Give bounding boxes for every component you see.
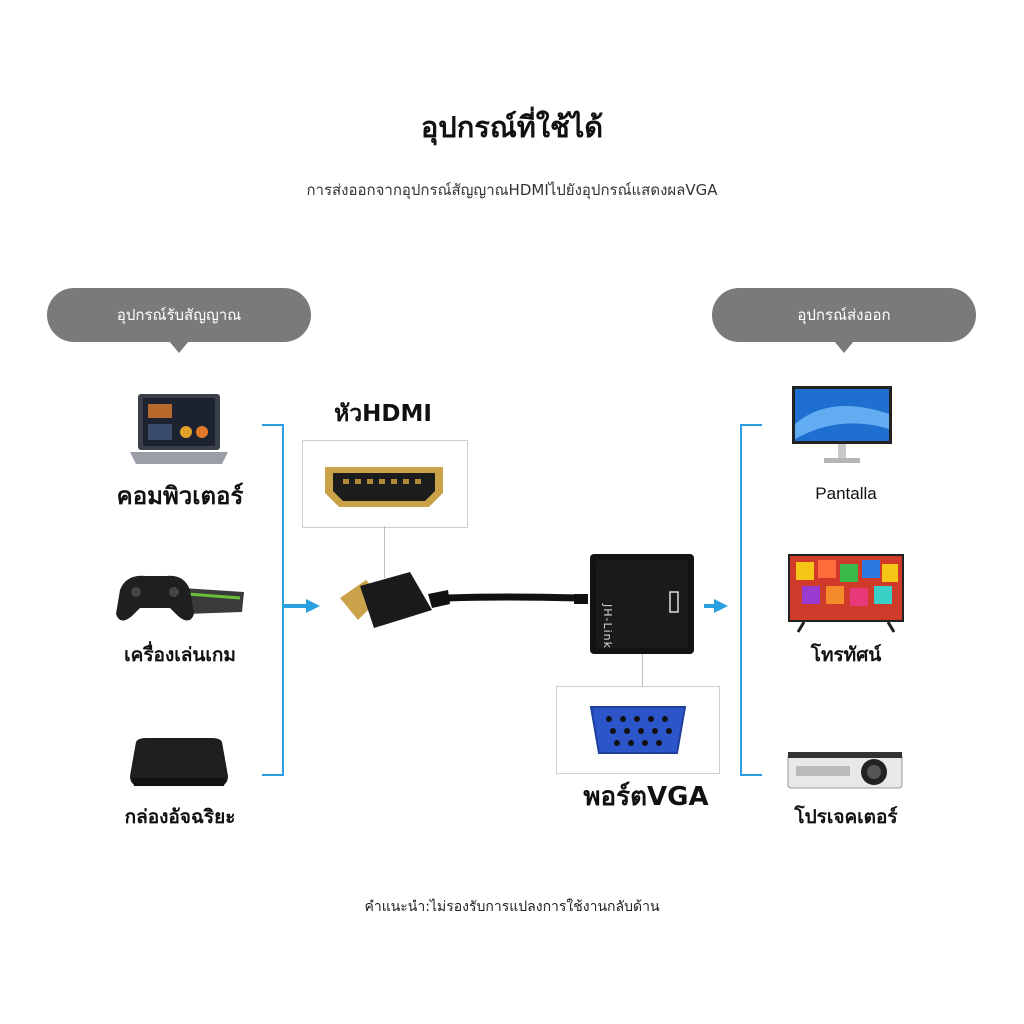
hdmi-head-label: หัวHDMI: [334, 401, 432, 427]
device-label-smart-box: กล่องอัจฉริยะ: [124, 806, 236, 828]
vga-port-icon: [589, 706, 687, 754]
device-label-game-console: เครื่องเล่นเกม: [124, 644, 236, 666]
device-label-tv: โทรทัศน์: [810, 644, 882, 666]
input-arrow-icon: [306, 599, 320, 613]
game-controller-icon: [112, 568, 246, 628]
hdmi-callout-line: [384, 526, 385, 578]
input-devices-label: อุปกรณ์รับสัญญาณ: [116, 306, 242, 324]
input-arrow-shaft: [284, 604, 308, 608]
adapter-brand: JH-Link: [601, 604, 614, 650]
device-label-computer: คอมพิวเตอร์: [116, 482, 244, 510]
vga-port-label: พอร์ตVGA: [583, 782, 709, 812]
page-subtitle: การส่งออกจากอุปกรณ์สัญญาณHDMIไปยังอุปกรณ…: [306, 181, 718, 199]
output-arrow-shaft: [704, 604, 718, 608]
laptop-icon: [128, 392, 230, 468]
device-label-monitor: Pantalla: [815, 484, 877, 503]
hdmi-to-vga-adapter: [340, 554, 694, 654]
output-arrow-icon: [714, 599, 728, 613]
footer-note: คำแนะนำ:ไม่รองรับการแปลงการใช้งานกลับด้า…: [364, 899, 660, 915]
tv-box-icon: [126, 736, 232, 792]
output-devices-label: อุปกรณ์ส่งออก: [797, 306, 891, 324]
device-label-projector: โปรเจคเตอร์: [794, 806, 898, 828]
output-bracket: [740, 424, 762, 776]
hdmi-port-callout: [302, 440, 468, 528]
vga-port-callout: [556, 686, 720, 774]
page-title: อุปกรณ์ที่ใช้ได้: [420, 110, 604, 144]
projector-icon: [786, 748, 904, 792]
input-devices-bubble: อุปกรณ์รับสัญญาณ: [47, 288, 311, 353]
vga-callout-line: [642, 654, 643, 686]
hdmi-port-icon: [325, 467, 443, 507]
output-devices-bubble: อุปกรณ์ส่งออก: [712, 288, 976, 353]
tv-icon: [786, 552, 906, 634]
input-bracket: [262, 424, 284, 776]
monitor-icon: [790, 384, 894, 468]
